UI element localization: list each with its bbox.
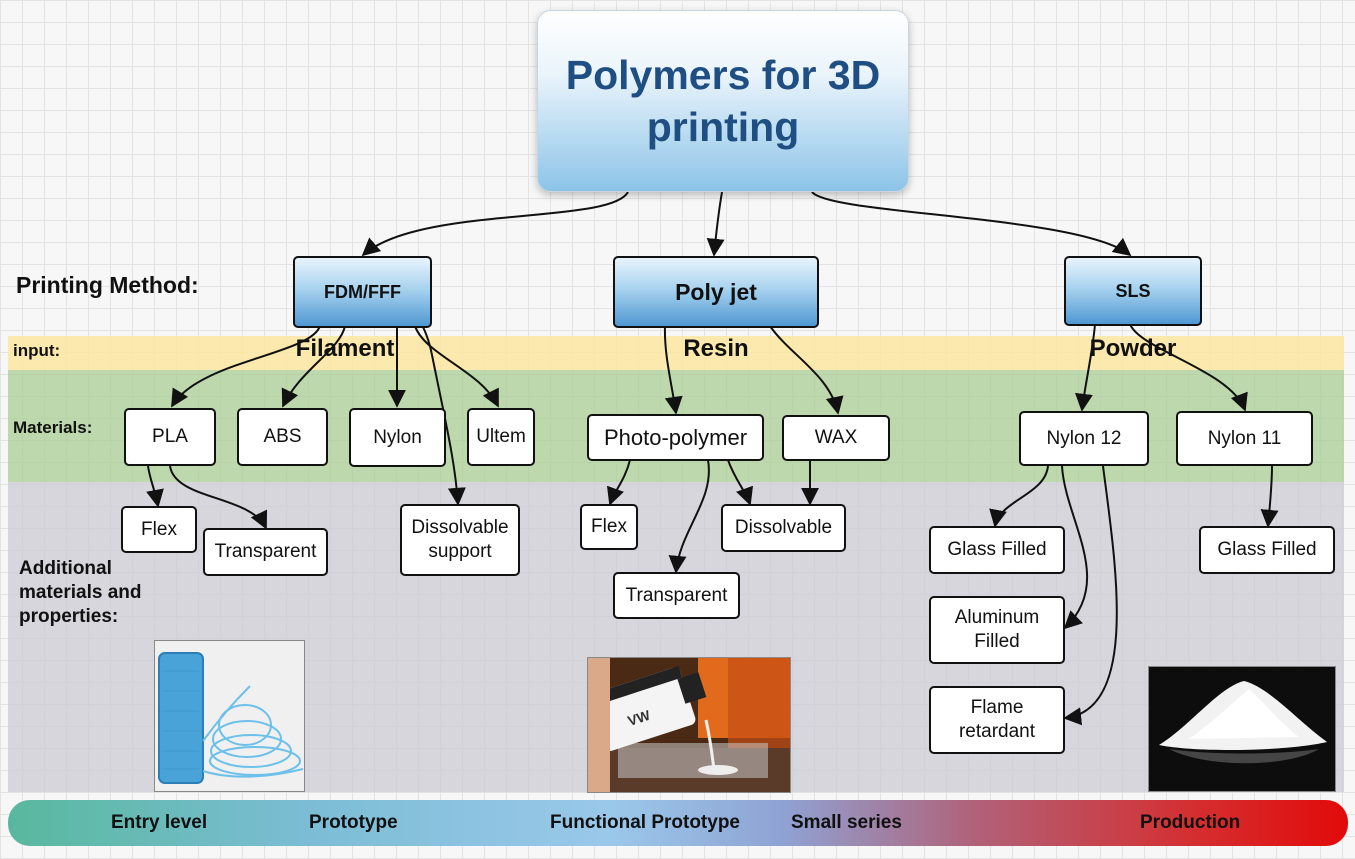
scale-production: Production: [1140, 812, 1241, 833]
additional-dissolvable: Dissolvable: [721, 504, 846, 552]
scale-small-series: Small series: [791, 812, 902, 833]
input-band: [8, 336, 1344, 370]
maturity-scale-bar: [8, 800, 1348, 846]
material-photo-polymer: Photo-polymer: [587, 414, 764, 461]
material-abs: ABS: [237, 408, 328, 466]
additional-transparent-fdm: Transparent: [203, 528, 328, 576]
material-nylon-11: Nylon 11: [1176, 411, 1313, 466]
svg-text:VW: VW: [626, 707, 653, 729]
materials-label: Materials:: [13, 418, 93, 437]
input-powder: Powder: [1089, 335, 1177, 362]
method-fdm: FDM/FFF: [293, 256, 432, 328]
additional-aluminum-filled: Aluminum Filled: [929, 596, 1065, 664]
diagram-title: Polymers for 3D printing: [565, 52, 881, 150]
additional-flame-retardant: Flame retardant: [929, 686, 1065, 754]
method-polyjet: Poly jet: [613, 256, 819, 328]
input-filament: Filament: [295, 335, 395, 362]
printing-method-label: Printing Method:: [16, 272, 199, 298]
additional-glass-filled-nylon11: Glass Filled: [1199, 526, 1335, 574]
material-nylon-12: Nylon 12: [1019, 411, 1149, 466]
material-ultem: Ultem: [467, 408, 535, 466]
diagram-title-box: Polymers for 3D printing: [537, 10, 909, 192]
material-wax: WAX: [782, 415, 890, 461]
additional-flex-fdm: Flex: [121, 506, 197, 553]
material-nylon: Nylon: [349, 408, 446, 467]
input-label: input:: [13, 341, 61, 360]
additional-glass-filled-nylon12: Glass Filled: [929, 526, 1065, 574]
filament-spool-image: [154, 640, 305, 792]
scale-functional-prototype: Functional Prototype: [550, 812, 740, 833]
additional-transparent-resin: Transparent: [613, 572, 740, 619]
additional-flex-resin: Flex: [580, 504, 638, 550]
method-sls: SLS: [1064, 256, 1202, 326]
additional-dissolvable-support: Dissolvable support: [400, 504, 520, 576]
material-pla: PLA: [124, 408, 216, 466]
input-resin: Resin: [683, 335, 749, 362]
powder-pile-image: [1148, 666, 1336, 792]
scale-entry-level: Entry level: [111, 812, 208, 833]
resin-bottle-image: VW: [587, 657, 791, 793]
additional-label: Additional materials and properties:: [19, 558, 142, 627]
scale-prototype: Prototype: [309, 812, 398, 833]
